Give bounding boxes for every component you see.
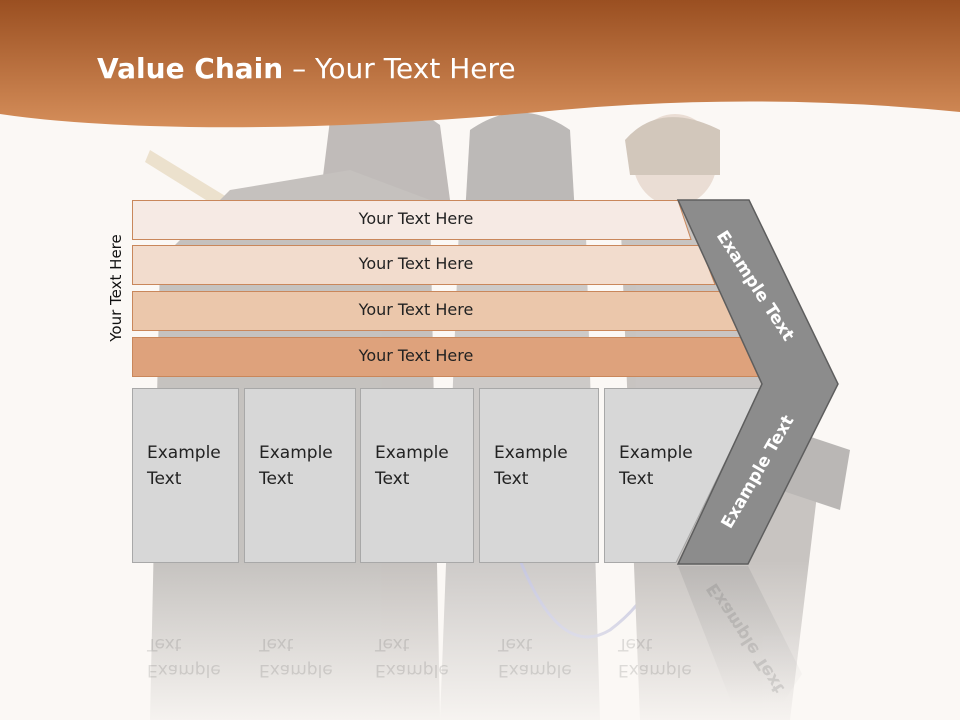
column-box-shape (360, 388, 474, 563)
column-reflection: Example Text (498, 631, 572, 683)
side-axis-label: Your Text Here (107, 234, 125, 342)
chevron-reflection (678, 566, 802, 704)
column-text-line1: Example (494, 443, 568, 463)
chevron-shape (676, 199, 839, 565)
column-reflection-line2: Text (618, 634, 653, 654)
row-label: Your Text Here (358, 346, 474, 365)
column-text-line1: Example (619, 443, 693, 463)
column-text-line1: Example (147, 443, 221, 463)
row-label: Your Text Here (358, 209, 474, 228)
column-reflection-line2: Text (259, 634, 294, 654)
column-reflection-line1: Example (147, 660, 221, 680)
column-text-line2: Text (494, 469, 529, 489)
row-bar-shape (132, 245, 716, 285)
column-box-shape (244, 388, 356, 563)
value-chain-chevron (672, 198, 844, 566)
column-box-shape (479, 388, 599, 563)
column-reflection-line2: Text (498, 634, 533, 654)
column-text-line2: Text (259, 469, 294, 489)
column-reflection-line1: Example (259, 660, 333, 680)
column-text-line2: Text (375, 469, 410, 489)
column-reflection-line2: Text (147, 634, 182, 654)
slide-title-bold: Value Chain (97, 52, 284, 85)
column-text-line2: Text (619, 469, 654, 489)
slide-title: Value Chain – Your Text Here (97, 52, 516, 85)
column-box-shape (132, 388, 239, 563)
header-band (0, 0, 960, 128)
column-reflection-line2: Text (375, 634, 410, 654)
column-text-line2: Text (147, 469, 182, 489)
column-box-shape (604, 388, 762, 563)
column-text-line1: Example (259, 443, 333, 463)
column-reflection: Example Text (375, 631, 449, 683)
column-reflection-line1: Example (498, 660, 572, 680)
row-bar-shape (132, 200, 692, 240)
slide-title-rest: – Your Text Here (283, 52, 516, 85)
row-label: Your Text Here (358, 300, 474, 319)
column-text-line1: Example (375, 443, 449, 463)
row-label: Your Text Here (358, 254, 474, 273)
column-reflection: Example Text (259, 631, 333, 683)
column-reflection: Example Text (147, 631, 221, 683)
column-reflection-line1: Example (375, 660, 449, 680)
